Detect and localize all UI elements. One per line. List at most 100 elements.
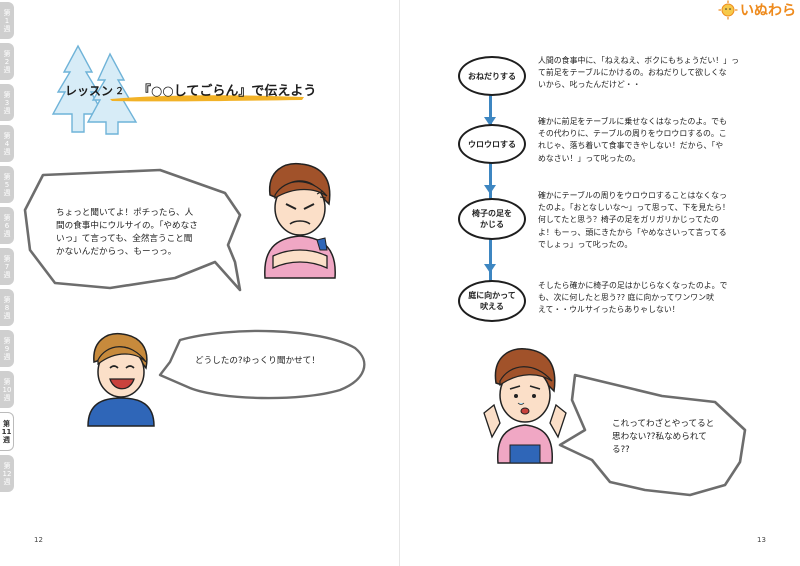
week-tab-label: 3 bbox=[4, 98, 10, 107]
week-tab-label: 12 bbox=[2, 469, 12, 478]
angry-child-illustration bbox=[264, 162, 336, 279]
week-tab-label: 第 bbox=[3, 461, 11, 470]
worried-child-illustration bbox=[483, 348, 567, 464]
page-number-left: 12 bbox=[34, 536, 43, 544]
text-line: て前足をテーブルにかけるの。おねだりして欲しくな bbox=[538, 68, 727, 78]
week-tab-label: 第 bbox=[3, 295, 11, 304]
gutter bbox=[399, 0, 400, 566]
flow-arrow bbox=[484, 117, 496, 126]
text-line: めなさい！」って叱ったの。 bbox=[538, 153, 641, 163]
week-tab-label: 週 bbox=[3, 24, 11, 33]
lesson-label: レッスン bbox=[65, 84, 114, 98]
week-tab-label: 週 bbox=[3, 270, 11, 279]
week-tab-label: 第 bbox=[3, 172, 11, 181]
step-label: おねだりする bbox=[468, 71, 516, 81]
text-line: たのよ。「おとなしいな〜」って思って、下を見たら！ bbox=[538, 203, 730, 213]
text-line: 確かにテーブルの周りをウロウロすることはなくなっ bbox=[538, 191, 727, 200]
brand-logo: いぬわら bbox=[718, 0, 796, 20]
speech-bubble-adult bbox=[158, 329, 366, 400]
week-tab-label: 週 bbox=[3, 147, 11, 156]
week-tab-label: 週 bbox=[3, 477, 11, 486]
text-line: れじゃ、落ち着いて食事できやしない！だから、「や bbox=[538, 141, 724, 151]
flow-step-chew-chair: 椅子の足を かじる bbox=[458, 198, 526, 240]
speech-bubble-child bbox=[23, 168, 242, 292]
text-line: 何してたと思う？椅子の足をガリガリかじってたの bbox=[538, 215, 719, 225]
week-tab-label: 第 bbox=[3, 336, 11, 345]
text-line: 人間の食事中に、「ねえねえ、ボクにもちょうだい！」っ bbox=[538, 56, 739, 65]
flow-arrow bbox=[484, 185, 496, 194]
week-tab-label: 週 bbox=[3, 435, 10, 444]
bubble-line: いっ」て言っても、全然言うこと聞 bbox=[56, 234, 193, 244]
week-tab-label: 第 bbox=[3, 8, 11, 17]
week-tab-label: 第 bbox=[3, 213, 11, 222]
text-line: でしょっ」って叱ったの。 bbox=[538, 239, 633, 249]
week-tab-label: 第 bbox=[3, 49, 11, 58]
logo-text: いぬわら bbox=[740, 3, 796, 19]
week-tab-label: 11 bbox=[1, 427, 12, 436]
week-tab-label: 4 bbox=[4, 139, 10, 148]
text-line: そしたら確かに椅子の足はかじらなくなったのよ。で bbox=[538, 281, 728, 290]
step-description: そしたら確かに椅子の足はかじらなくなったのよ。で も、次に何したと思う?? 庭に… bbox=[538, 280, 768, 317]
week-tab-label: 週 bbox=[3, 352, 11, 361]
adult-bubble-text: どうしたの?ゆっくり聞かせて！ bbox=[195, 356, 320, 366]
flow-arrow bbox=[484, 264, 496, 273]
week-tab-label: 7 bbox=[4, 262, 10, 271]
text-line: よ！もーっ、頭にきたから「やめなさいって言ってる bbox=[538, 227, 727, 237]
week-tab-label: 8 bbox=[4, 303, 10, 312]
week-tab-label: 10 bbox=[2, 385, 12, 394]
week-tab-label: 2 bbox=[4, 57, 10, 66]
lesson-heading: 『○○してごらん』で伝えよう bbox=[138, 84, 317, 99]
bubble-line: る?? bbox=[612, 445, 630, 455]
week-tab-label: 1 bbox=[4, 16, 10, 25]
sun-face-icon bbox=[718, 0, 738, 20]
step-description: 確かに前足をテーブルに乗せなくはなったのよ。でも その代わりに、テーブルの周りを… bbox=[538, 116, 768, 165]
week-tab-label: 週 bbox=[3, 188, 11, 197]
week-tab-label: 週 bbox=[3, 65, 11, 74]
step-label: 椅子の足を bbox=[472, 209, 512, 218]
bubble-line: かないんだからっ、もーっっ。 bbox=[56, 247, 177, 257]
week-tab-label: 第 bbox=[3, 131, 11, 140]
week-tab-label: 週 bbox=[3, 106, 11, 115]
week-tab-label: 第 bbox=[3, 377, 11, 386]
text-line: その代わりに、テーブルの周りをウロウロするの。こ bbox=[538, 129, 727, 139]
step-label: かじる bbox=[480, 220, 504, 229]
flow-step-bark: 庭に向かって 吠える bbox=[458, 280, 526, 322]
tree-icon bbox=[51, 44, 138, 135]
right-bubble-text: これってわざとやってると 思わない??私なめられて る?? bbox=[612, 418, 714, 457]
text-line: えて・・ウルサイったらありゃしない！ bbox=[538, 305, 680, 315]
week-tab-label: 第 bbox=[3, 90, 11, 99]
step-label: ウロウロする bbox=[468, 139, 516, 149]
step-label: 庭に向かって bbox=[468, 291, 516, 300]
smiling-adult-illustration bbox=[87, 332, 155, 427]
week-tab-label: 9 bbox=[4, 344, 10, 353]
step-description: 人間の食事中に、「ねえねえ、ボクにもちょうだい！」っ て前足をテーブルにかけるの… bbox=[538, 55, 768, 92]
lesson-number: ２ bbox=[115, 87, 125, 97]
brush-underline bbox=[110, 95, 304, 102]
flow-step-beg: おねだりする bbox=[458, 56, 526, 96]
flow-step-wander: ウロウロする bbox=[458, 124, 526, 164]
text-line: も、次に何したと思う?? 庭に向かってワンワン吠 bbox=[538, 293, 714, 303]
speech-bubble-child-right bbox=[558, 373, 747, 497]
right-page: いぬわら おねだりする ウロウロする 椅子の足を かじる 庭に向かって 吠える … bbox=[400, 0, 800, 566]
step-description: 確かにテーブルの周りをウロウロすることはなくなっ たのよ。「おとなしいな〜」って… bbox=[538, 190, 768, 251]
text-line: いから、叱ったんだけど・・ bbox=[538, 80, 641, 90]
child-bubble-text: ちょっと聞いてよ！ポチったら、人 間の食事中にウルサイの。「やめなさ いっ」て言… bbox=[56, 207, 198, 259]
step-label: 吠える bbox=[480, 302, 504, 311]
week-tab-label: 第 bbox=[3, 254, 11, 263]
week-tab-label: 週 bbox=[3, 311, 11, 320]
week-tab-label: 6 bbox=[4, 221, 10, 230]
